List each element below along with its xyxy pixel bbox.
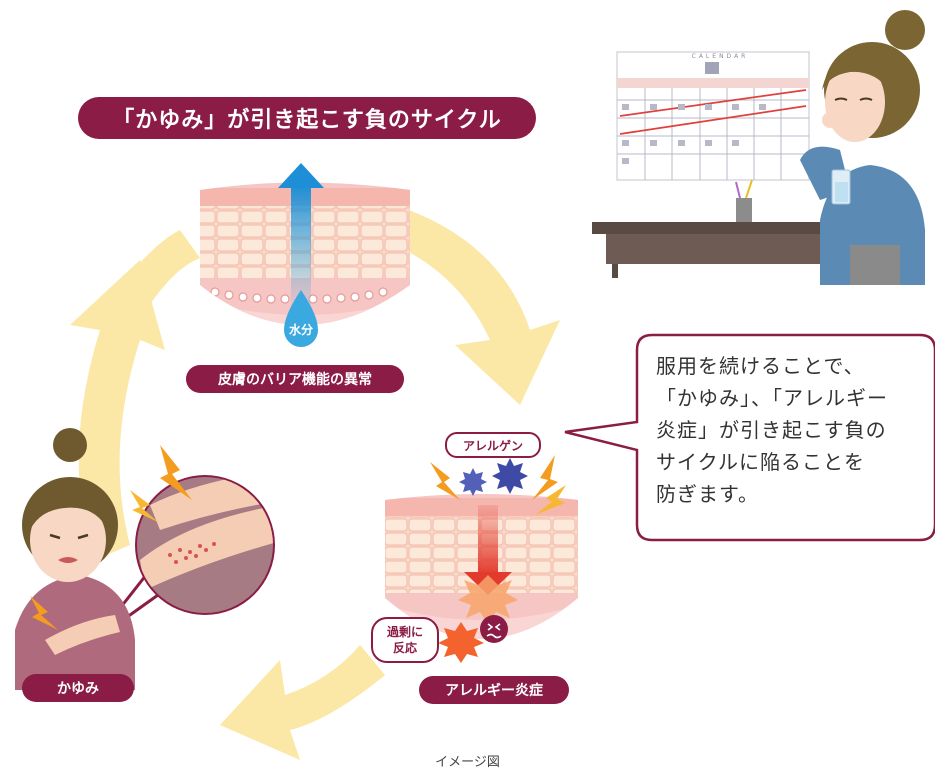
label-itch: かゆみ <box>22 674 134 702</box>
allergen-icon <box>459 468 487 496</box>
bubble-line: 炎症」が引き起こす負の <box>656 418 887 442</box>
water-drop-icon <box>284 290 318 347</box>
moisture-arrow-shaft <box>291 185 311 305</box>
bubble-line: 服用を続けることで、 <box>656 354 865 378</box>
lightning-icon <box>160 445 192 500</box>
allergen-icon <box>492 458 528 494</box>
inflammation-burst-icon <box>458 575 518 624</box>
label-skin-barrier: 皮膚のバリア機能の異常 <box>186 365 404 393</box>
sideboard <box>592 222 882 234</box>
label-allergen: アレルゲン <box>445 432 541 458</box>
label-allergic-inflammation: アレルギー炎症 <box>419 676 569 704</box>
bubble-line: 防ぎます。 <box>656 482 759 506</box>
allergy-arrow-shaft <box>478 505 498 575</box>
lightning-icon <box>535 485 566 515</box>
lightning-icon <box>430 462 460 500</box>
calendar-title: CALENDAR <box>691 53 749 60</box>
water-label: 水分 <box>289 322 313 337</box>
speech-bubble <box>564 333 935 542</box>
itchy-woman-illustration <box>15 428 135 690</box>
bubble-line: 「かゆみ」、「アレルギー <box>656 386 888 410</box>
diagram-title: 「かゆみ」が引き起こす負のサイクル <box>78 97 536 139</box>
allergen-particles <box>430 455 566 515</box>
cycle-arrows <box>70 205 560 760</box>
lightning-icon <box>30 596 58 630</box>
overreaction-line-1: 過剰に <box>386 625 423 639</box>
label-overreaction: 過剰に 反応 <box>371 617 439 663</box>
speech-bubble-text: 服用を続けることで、 「かゆみ」、「アレルギー 炎症」が引き起こす負の サイクル… <box>656 350 926 510</box>
skin-barrier-diagram <box>200 163 410 347</box>
moisture-arrow-head <box>278 163 324 188</box>
distressed-face-icon <box>480 615 508 643</box>
lightning-icon <box>130 490 158 522</box>
cycle-arrow-top-right <box>395 205 560 405</box>
bubble-line: サイクルに陥ることを <box>656 450 865 474</box>
overreaction-line-2: 反応 <box>392 641 417 655</box>
reaction-burst-icon <box>438 622 484 663</box>
medication-scene <box>592 10 925 285</box>
image-caption: イメージ図 <box>435 755 500 770</box>
lightning-icon <box>532 455 558 500</box>
cycle-arrow-bottom <box>220 645 385 760</box>
